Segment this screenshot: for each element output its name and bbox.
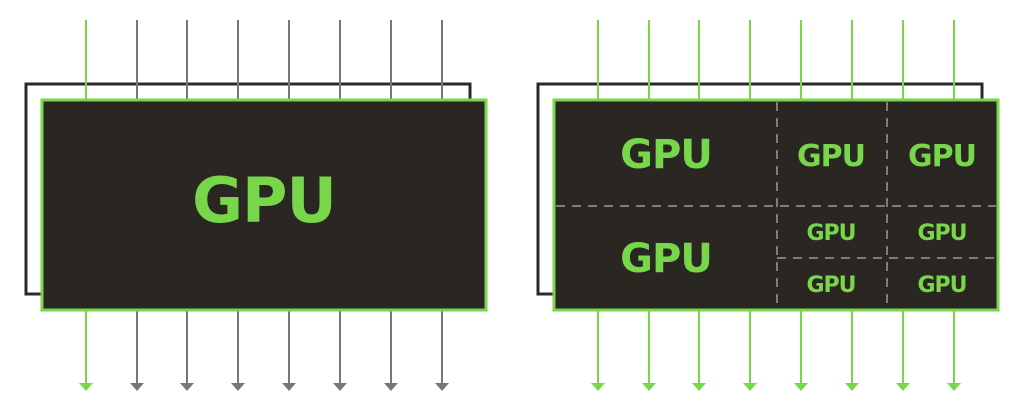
- lanes: [79, 20, 449, 391]
- data-lane: [282, 20, 296, 391]
- gpu-chip: [552, 98, 1000, 312]
- arrow-down-icon: [591, 383, 605, 391]
- arrow-down-icon: [180, 383, 194, 391]
- gpu-label: GPU: [192, 164, 336, 237]
- data-lane: [947, 20, 961, 391]
- data-lane: [794, 20, 808, 391]
- arrow-down-icon: [896, 383, 910, 391]
- lanes: [591, 20, 961, 391]
- arrow-down-icon: [435, 383, 449, 391]
- single-gpu-diagram: GPU: [24, 20, 488, 391]
- arrow-down-icon: [642, 383, 656, 391]
- data-lane: [743, 20, 757, 391]
- partitioned-gpu-diagram: GPU GPU GPU GPU GPU GPU GPU GPU: [536, 20, 1000, 391]
- gpu-partition-small: GPU: [806, 273, 855, 298]
- gpu-partition-medium: GPU: [908, 139, 976, 174]
- arrow-down-icon: [692, 383, 706, 391]
- gpu-partition-large: GPU: [620, 132, 712, 178]
- data-lane: [845, 20, 859, 391]
- gpu-partition-medium: GPU: [797, 139, 865, 174]
- arrow-down-icon: [384, 383, 398, 391]
- gpu-partition-small: GPU: [917, 273, 966, 298]
- arrow-down-icon: [743, 383, 757, 391]
- arrow-down-icon: [282, 383, 296, 391]
- data-lane: [79, 20, 93, 391]
- arrow-down-icon: [794, 383, 808, 391]
- data-lane: [896, 20, 910, 391]
- data-lane: [692, 20, 706, 391]
- data-lane: [642, 20, 656, 391]
- arrow-down-icon: [130, 383, 144, 391]
- gpu-chip: [40, 98, 488, 312]
- arrow-down-icon: [845, 383, 859, 391]
- partition-dividers: [556, 102, 996, 308]
- gpu-partition-small: GPU: [806, 221, 855, 246]
- data-lane: [384, 20, 398, 391]
- data-lane: [591, 20, 605, 391]
- arrow-down-icon: [79, 383, 93, 391]
- data-lane: [130, 20, 144, 391]
- arrow-down-icon: [231, 383, 245, 391]
- data-lane: [333, 20, 347, 391]
- data-lane: [231, 20, 245, 391]
- gpu-partition-small: GPU: [917, 221, 966, 246]
- data-lane: [435, 20, 449, 391]
- gpu-partition-large: GPU: [620, 236, 712, 282]
- arrow-down-icon: [947, 383, 961, 391]
- arrow-down-icon: [333, 383, 347, 391]
- data-lane: [180, 20, 194, 391]
